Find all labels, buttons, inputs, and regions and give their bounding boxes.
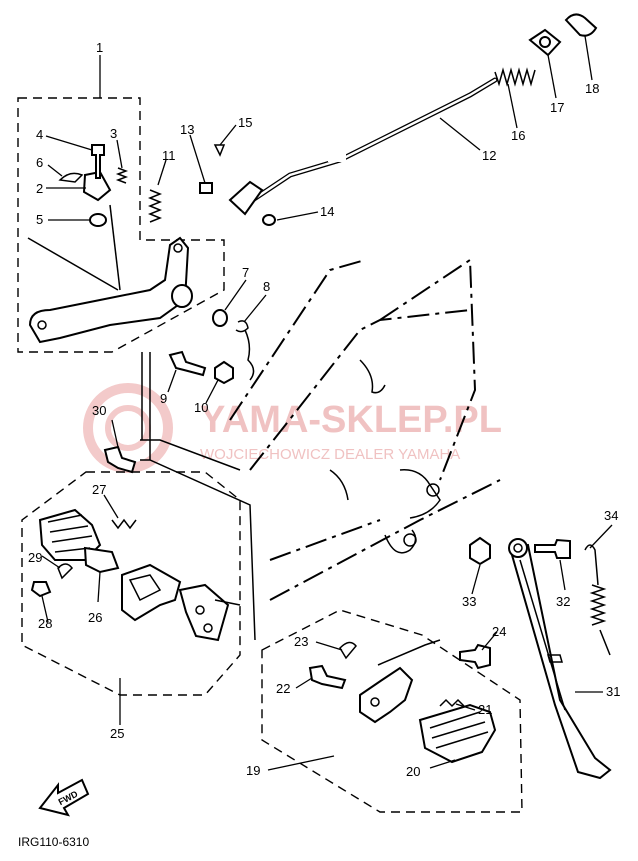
callout-12: 12: [482, 148, 496, 163]
spring-16: [494, 67, 536, 87]
callout-25: 25: [110, 726, 124, 741]
callout-11: 11: [162, 148, 176, 163]
wing-nut-18: [564, 13, 598, 37]
callout-3: 3: [110, 126, 117, 141]
brake-pedal: [27, 204, 193, 344]
callout-27: 27: [92, 482, 106, 497]
callout-30: 30: [92, 403, 106, 418]
callout-6: 6: [36, 155, 43, 170]
callout-26: 26: [88, 610, 102, 625]
callout-34: 34: [604, 508, 618, 523]
bolt-4: [91, 144, 105, 179]
callout-4: 4: [36, 127, 43, 142]
callout-28: 28: [38, 616, 52, 631]
callout-20: 20: [406, 764, 420, 779]
bolt-22: [308, 664, 347, 690]
callout-5: 5: [36, 212, 43, 227]
pin-28: [30, 581, 52, 598]
callout-18: 18: [585, 81, 599, 96]
callout-19: 19: [246, 763, 260, 778]
callout-2: 2: [36, 181, 43, 196]
cable-12: [242, 77, 498, 208]
pin-13: [199, 182, 213, 194]
clip-8: [235, 320, 249, 333]
callout-24: 24: [492, 624, 506, 639]
callouts: 1 2 3 4 5 6 7 8 9 10 11 12 13 14 15 16 1…: [28, 40, 620, 779]
footrest-right: [359, 666, 497, 764]
callout-16: 16: [511, 128, 525, 143]
spring-27: [111, 518, 137, 530]
callout-29: 29: [28, 550, 42, 565]
frame-outline: [229, 258, 501, 601]
spring-34: [584, 544, 611, 656]
callout-17: 17: [550, 100, 564, 115]
side-stand-31: [508, 538, 612, 780]
leader-lines: [41, 35, 613, 771]
bolt-30: [103, 445, 137, 474]
clip-6: [58, 172, 84, 183]
callout-9: 9: [160, 391, 167, 406]
clip-29: [57, 563, 73, 580]
footrest-left: [38, 508, 241, 642]
wing-nut-17: [528, 28, 562, 57]
callout-21: 21: [478, 702, 492, 717]
callout-14: 14: [320, 204, 334, 219]
fwd-arrow: FWD: [38, 778, 90, 817]
watermark-subtitle: WOJCIECHOWICZ DEALER YAMAHA: [200, 446, 460, 463]
callout-31: 31: [606, 684, 620, 699]
callout-13: 13: [180, 122, 194, 137]
nut-33: [469, 536, 491, 566]
spring-21: [439, 698, 465, 708]
group-outline-19: [261, 609, 523, 813]
callout-8: 8: [263, 279, 270, 294]
callout-23: 23: [294, 634, 308, 649]
watermark-logo: [83, 383, 173, 473]
callout-15: 15: [238, 115, 252, 130]
group-outline-25: [21, 471, 241, 696]
bolt-32: [534, 538, 571, 559]
watermark-title: YAMA-SKLEP.PL: [200, 399, 502, 441]
spring-3: [115, 167, 129, 184]
bolt-9: [168, 350, 207, 377]
washer-7: [212, 309, 228, 327]
nut-10: [214, 360, 234, 385]
bolt-24: [459, 643, 491, 670]
callout-33: 33: [462, 594, 476, 609]
callout-22: 22: [276, 681, 290, 696]
washer-14: [262, 214, 276, 226]
diagram-code: IRG110-6310: [18, 835, 89, 849]
callout-32: 32: [556, 594, 570, 609]
callout-10: 10: [194, 400, 208, 415]
washer-5: [89, 213, 107, 227]
clip-23: [339, 641, 357, 660]
cotter-15: [213, 144, 226, 157]
callout-1: 1: [96, 40, 103, 55]
callout-7: 7: [242, 265, 249, 280]
group-outline-1: [17, 97, 225, 353]
spring-11: [147, 189, 163, 223]
cable-end-fitting: [228, 180, 264, 216]
group-connectors: [140, 352, 441, 666]
